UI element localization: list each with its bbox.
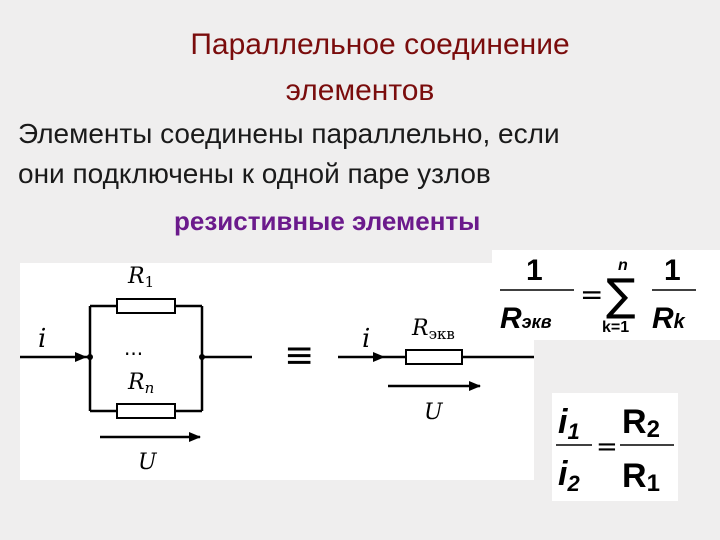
sigma-upper-limit: n <box>618 257 628 274</box>
formula-current-ratio: i1 i2 = R2 R1 <box>552 393 678 501</box>
title-line-2: элементов <box>285 74 435 107</box>
rn-label: Rn <box>127 370 154 397</box>
sum-lhs-numerator: 1 <box>526 254 543 287</box>
subheading: резистивные элементы <box>174 206 481 236</box>
sigma-sign: ∑ <box>606 270 636 321</box>
sum-rhs-numerator: 1 <box>664 254 681 287</box>
ratio-rhs-numerator: R2 <box>622 403 660 443</box>
circuit-svg: R1 ··· Rn i U ≡ i Rэкв U <box>20 264 534 475</box>
definition-line-1: Элементы соединены параллельно, если <box>18 118 560 149</box>
ratio-lhs-numerator: i1 <box>558 403 580 444</box>
formula-equivalent-resistance: 1 Rэкв = n ∑ k=1 1 Rk <box>492 250 720 340</box>
circuit-diagram: R1 ··· Rn i U ≡ i Rэкв U <box>20 263 534 480</box>
ratio-rhs-denominator: R1 <box>622 457 660 497</box>
equivalence-sign: ≡ <box>284 335 314 376</box>
formula-sum-svg: 1 Rэкв = n ∑ k=1 1 Rk <box>500 254 696 336</box>
sum-equals: = <box>580 278 603 311</box>
req-label: Rэкв <box>411 316 455 343</box>
definition-line-2: они подключены к одной паре узлов <box>18 158 491 189</box>
sum-lhs-denominator: Rэкв <box>500 302 552 335</box>
current-label-right: i <box>362 324 370 354</box>
title-line-1: Параллельное соединение <box>190 28 570 61</box>
sigma-lower-limit: k=1 <box>602 319 629 336</box>
r1-label: R1 <box>127 264 154 291</box>
slide-title: Параллельное соединение элементов <box>0 22 720 114</box>
ratio-equals: = <box>596 432 618 462</box>
current-label-left: i <box>38 324 46 354</box>
sum-rhs-denominator: Rk <box>652 302 686 335</box>
resistor-rn <box>116 403 176 419</box>
voltage-label-left: U <box>138 450 158 475</box>
ellipsis-dots: ··· <box>124 342 143 366</box>
resistor-r1 <box>116 298 176 314</box>
formula-ratio-svg: i1 i2 = R2 R1 <box>556 403 674 497</box>
definition-text: Элементы соединены параллельно, если они… <box>18 114 708 194</box>
resistor-req <box>405 349 463 365</box>
ratio-lhs-denominator: i2 <box>558 455 580 496</box>
voltage-label-right: U <box>424 400 444 425</box>
